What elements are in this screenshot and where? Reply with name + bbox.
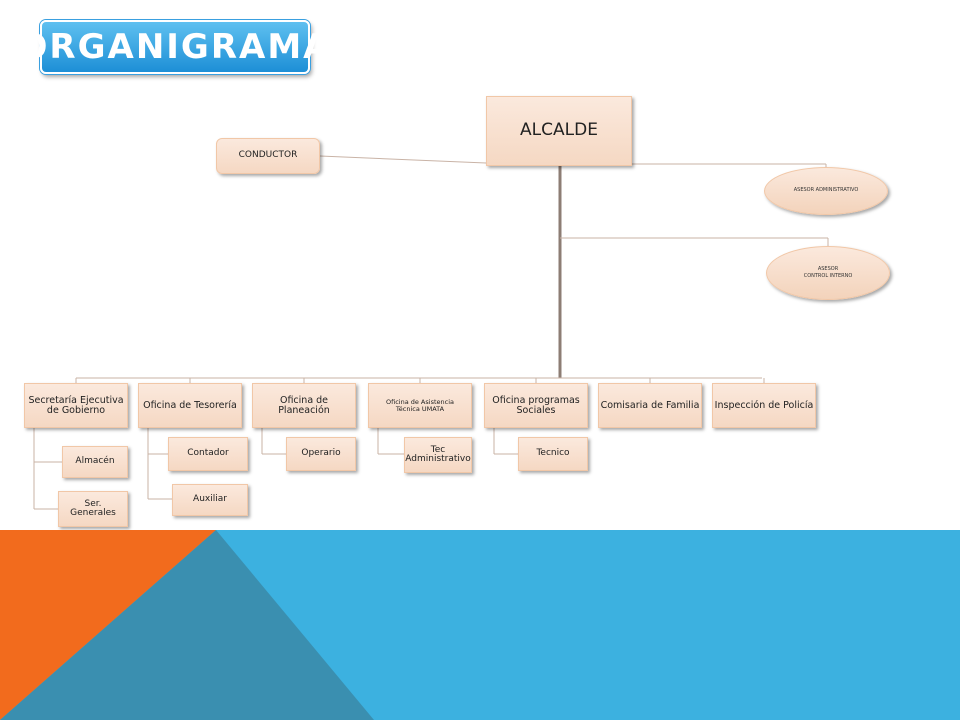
org-node-asesor-administrativo: ASESOR ADMINISTRATIVO	[764, 167, 888, 215]
conductor-label: CONDUCTOR	[238, 150, 298, 161]
org-node-alcalde: ALCALDE	[486, 96, 632, 166]
org-node-asesor-control-interno: ASESOR CONTROL INTERNO	[766, 246, 890, 300]
page-title: ORGANIGRAMA	[19, 20, 329, 74]
org-node-tec-administrativo: Tec Administrativo	[404, 437, 472, 473]
alcalde-label: ALCALDE	[520, 120, 598, 141]
sociales-label: Oficina programas Sociales	[492, 394, 580, 416]
contador-label: Contador	[187, 448, 229, 459]
planeacion-label: Oficina de Planeación	[278, 394, 330, 416]
umata-label: Oficina de Asistencia Técnica UMATA	[385, 397, 454, 413]
tec-administrativo-label: Tec Administrativo	[405, 444, 471, 464]
org-node-inspeccion: Inspección de Policía	[712, 383, 816, 428]
org-node-almacen: Almacén	[62, 446, 128, 478]
asesor-label-line2: CONTROL INTERNO	[803, 273, 853, 279]
secretaria-label: Secretaría Ejecutiva de Gobierno	[28, 394, 124, 416]
org-node-umata: Oficina de Asistencia Técnica UMATA	[368, 383, 472, 428]
operario-label: Operario	[301, 448, 341, 459]
conductor-line	[319, 155, 487, 164]
almacen-label: Almacén	[75, 456, 115, 467]
org-node-tesoreria: Oficina de Tesorería	[138, 383, 242, 428]
org-node-comisaria: Comisaria de Familia	[598, 383, 702, 428]
org-node-contador: Contador	[168, 437, 248, 471]
org-node-conductor: CONDUCTOR	[216, 138, 320, 174]
tecnico-label: Tecnico	[536, 448, 570, 459]
org-node-auxiliar: Auxiliar	[172, 484, 248, 516]
org-node-secretaria: Secretaría Ejecutiva de Gobierno	[24, 383, 128, 428]
org-node-sociales: Oficina programas Sociales	[484, 383, 588, 428]
comisaria-label: Comisaria de Familia	[600, 399, 700, 411]
org-node-tecnico: Tecnico	[518, 437, 588, 471]
org-node-ser-generales: Ser. Generales	[58, 491, 128, 527]
ser-generales-label: Ser. Generales	[70, 498, 116, 518]
tesoreria-label: Oficina de Tesorería	[143, 399, 237, 411]
asesor-label-line1: ASESOR	[817, 265, 839, 272]
org-node-planeacion: Oficina de Planeación	[252, 383, 356, 428]
auxiliar-label: Auxiliar	[193, 494, 227, 505]
asesor-administrativo-label: ASESOR ADMINISTRATIVO	[793, 187, 859, 194]
inspeccion-label: Inspección de Policía	[714, 399, 814, 411]
org-node-operario: Operario	[286, 437, 356, 471]
